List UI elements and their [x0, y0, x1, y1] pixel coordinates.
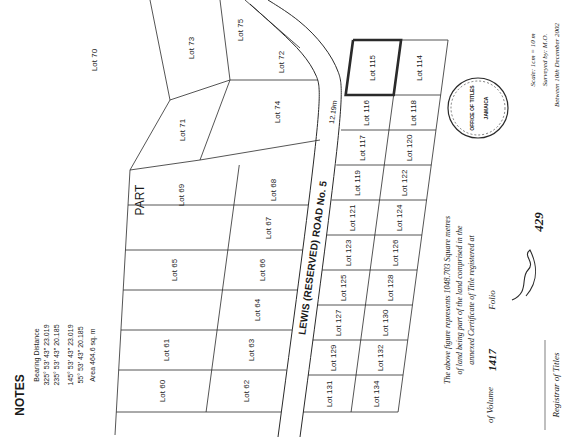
lot-number: Lot 63	[248, 339, 256, 361]
seal	[448, 78, 508, 138]
boundary-line	[398, 40, 448, 412]
lot-number: Lot 131	[326, 380, 334, 407]
boundary-line	[200, 80, 230, 160]
plan-text: of land being part of the land comprised…	[456, 225, 464, 374]
boundary-line	[230, 80, 318, 81]
plan-text: Scale: 1cm = 10 m	[530, 34, 537, 87]
lot-number: Lot 121	[349, 204, 357, 231]
note-text: 235° 53' 43" 20.185	[53, 324, 60, 385]
lot-number: Lot 132	[377, 344, 385, 371]
lot-number: Lot 134	[373, 380, 381, 407]
lot-number: Lot 115	[369, 54, 377, 80]
lot-number: Lot 67	[265, 216, 273, 238]
notes-heading: NOTES	[14, 374, 26, 415]
boundary-line	[317, 305, 412, 306]
lot-number: Lot 127	[335, 309, 343, 336]
plan-text: 429	[532, 212, 545, 232]
boundary-line	[308, 375, 403, 376]
boundary-line	[206, 165, 239, 412]
highlighted-lot	[346, 40, 401, 95]
lot-number: Lot 60	[159, 380, 167, 402]
road-edge	[250, 4, 319, 437]
lot-number: Lot 119	[354, 169, 362, 195]
plan-text: Registrar of Titles	[552, 352, 561, 417]
lot-number: Lot 122	[401, 169, 409, 196]
boundary-line	[322, 270, 417, 271]
lot-number: Lot 130	[382, 309, 390, 336]
lot-number: Lot 68	[270, 179, 278, 201]
lot-number: Lot 75	[237, 19, 245, 41]
boundary-line	[245, 0, 300, 48]
boundary-line	[125, 250, 302, 251]
plan-text: annexed Certificate of Title registered …	[468, 235, 476, 364]
boundary-line	[123, 290, 297, 291]
note-text: 55° 53' 43" 20.185	[77, 326, 84, 383]
boundary-line	[130, 140, 320, 170]
lot-number: Lot 73	[188, 37, 196, 59]
note-text: 325° 53' 43" 23.019	[43, 324, 50, 385]
plan-text: The above figure represents 1048.703 Squ…	[444, 216, 452, 384]
boundary-line	[130, 0, 170, 170]
plan-text: Folio	[488, 290, 497, 310]
road-edge	[268, 0, 341, 437]
lot-number: Lot 117	[359, 134, 367, 160]
note-text: 145° 53' 43" 23.019	[67, 324, 74, 385]
boundary-line	[313, 340, 408, 341]
lot-number: Lot 71	[179, 119, 187, 141]
note-text: Bearing Distance	[33, 328, 40, 381]
dimension: 12.19m	[328, 100, 338, 124]
plan-text: Between 10th December 2002	[554, 23, 561, 107]
seal-text: JAMAICA	[484, 97, 489, 120]
lot-number: Lot 128	[387, 274, 395, 301]
lot-number: Lot 126	[392, 239, 400, 266]
lot-number: Lot 69	[178, 184, 186, 206]
lot-number: Lot 62	[243, 380, 251, 402]
plan-text: 1417	[487, 349, 498, 371]
boundary-line	[119, 370, 287, 371]
boundary-line	[332, 200, 427, 201]
lot-number: Lot 72	[278, 51, 286, 73]
lot-number: Lot 74	[274, 101, 282, 123]
lot-number: Lot 70	[91, 49, 99, 71]
boundary-line	[128, 205, 309, 206]
plan-text: of Volume	[486, 387, 495, 423]
boundary-line	[327, 235, 422, 236]
lot-number: Lot 116	[363, 99, 371, 125]
lot-number: Lot 65	[171, 259, 179, 281]
seal-text: OFFICE OF TITLES	[470, 85, 475, 130]
lot-number: Lot 66	[259, 259, 267, 281]
lot-number: Lot 114	[416, 54, 424, 80]
lot-number: Lot 64	[254, 299, 262, 321]
lot-number: Lot 120	[406, 134, 414, 161]
signature-line	[545, 340, 546, 430]
lot-number: Lot 125	[340, 274, 348, 301]
seal-ring	[451, 81, 505, 135]
boundary-line	[303, 412, 398, 413]
boundary-line	[121, 330, 292, 331]
boundary-line	[341, 130, 436, 131]
boundary-line	[115, 170, 130, 435]
lot-number: Lot 118	[410, 99, 418, 125]
boundary-line	[336, 165, 431, 166]
lot-number: Lot 61	[163, 339, 171, 361]
boundary-line	[170, 80, 230, 100]
lot-number: Lot 123	[345, 239, 353, 266]
plan-text: PART	[134, 185, 146, 216]
signature	[512, 250, 536, 300]
lot-number: Lot 124	[396, 204, 404, 231]
plan-text: Surveyed by: M.O.	[542, 34, 549, 86]
note-text: Area 464.6 sq. m	[89, 328, 96, 381]
lot-number: Lot 129	[330, 344, 338, 371]
boundary-line	[116, 412, 281, 413]
boundary-line	[220, 0, 230, 80]
